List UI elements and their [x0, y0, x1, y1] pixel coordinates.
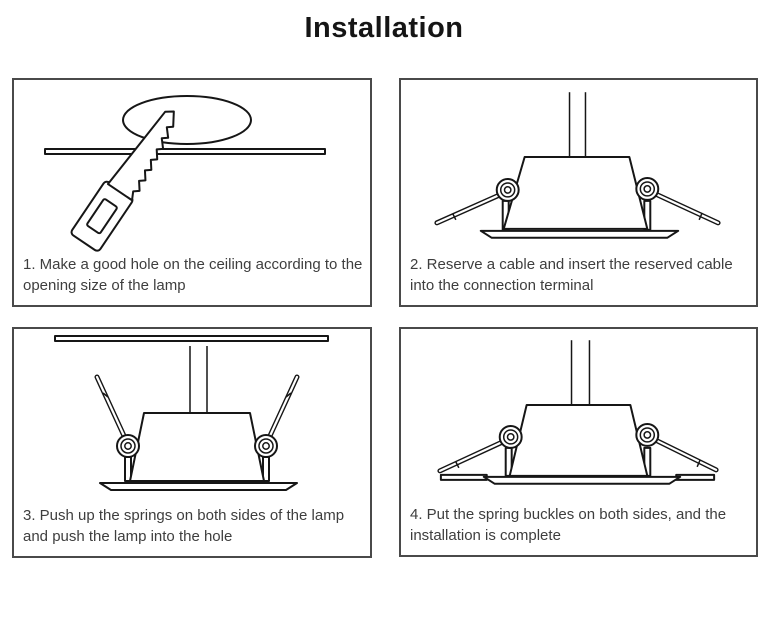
step-1-panel: 1. Make a good hole on the ceiling accor…: [12, 78, 372, 307]
saw-handle-hole: [86, 198, 118, 235]
spring-coil-left: [495, 177, 520, 202]
spring-coil-right: [635, 176, 660, 201]
spring-coil-left: [498, 424, 523, 449]
saw-icon: [70, 110, 175, 252]
step-2-caption: 2. Reserve a cable and insert the reserv…: [410, 256, 733, 294]
hole-ellipse: [122, 95, 252, 145]
ceiling-line: [44, 148, 326, 155]
spring-coil-left: [116, 434, 140, 458]
ceiling-line-right: [675, 473, 716, 481]
saw-cutting-hole-figure: [44, 95, 326, 252]
saw-blade: [106, 110, 175, 202]
step-4-caption: 4. Put the spring buckles on both sides,…: [410, 506, 727, 544]
ceiling-line-left: [439, 473, 488, 481]
step-3-caption: 3. Push up the springs on both sides of …: [23, 507, 345, 545]
spring-arm-right: [266, 374, 300, 441]
spring-coil-right: [254, 434, 278, 458]
step-3-panel: 3. Push up the springs on both sides of …: [12, 327, 372, 558]
lamp-cable-figure: [434, 92, 721, 239]
step-2-panel: 2. Reserve a cable and insert the reserv…: [399, 78, 758, 307]
mounting-flange: [482, 475, 682, 485]
page-title: Installation: [304, 12, 464, 44]
mounting-flange: [479, 229, 680, 239]
step-1-caption: 1. Make a good hole on the ceiling accor…: [23, 256, 363, 294]
spring-arm-left: [434, 192, 503, 226]
mounting-flange: [99, 482, 298, 491]
lamp-springs-up-figure: [54, 335, 329, 491]
spring-coil-right: [635, 422, 660, 447]
ceiling-line: [54, 335, 329, 342]
lamp-installed-figure: [437, 340, 719, 485]
spring-arm-left: [437, 439, 506, 474]
spring-arm-right: [652, 191, 721, 226]
spring-arm-left: [94, 374, 128, 441]
lamp-body: [129, 412, 265, 482]
step-4-panel: 4. Put the spring buckles on both sides,…: [399, 327, 758, 557]
lamp-body: [508, 404, 649, 477]
lamp-body: [502, 156, 649, 230]
spring-arm-right: [652, 437, 719, 473]
